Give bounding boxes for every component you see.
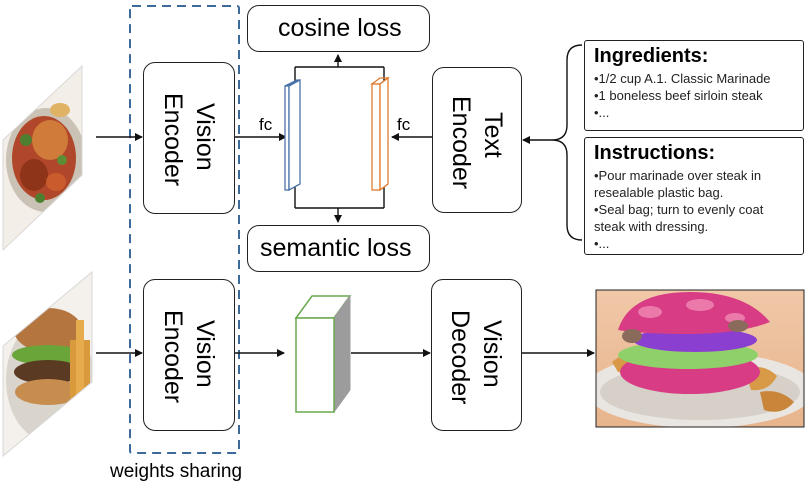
vision-encoder-top-label-1: Vision: [191, 103, 219, 171]
ingredients-item: •1/2 cup A.1. Classic Marinade: [594, 71, 771, 86]
segmentation-output-image: [596, 290, 804, 427]
fc-label-right: fc: [397, 115, 411, 134]
text-encoder-label-2: Encoder: [447, 96, 475, 190]
brace: [551, 44, 583, 241]
vision-decoder: Vision Decoder: [431, 279, 522, 431]
food-image-burger: [3, 272, 92, 456]
fc-label-left: fc: [259, 115, 273, 134]
text-encoder-label-1: Text: [479, 112, 507, 158]
text-encoder: Text Encoder: [432, 67, 522, 213]
semantic-loss-box: semantic loss: [247, 225, 430, 272]
instructions-line: resealable plastic bag.: [594, 185, 724, 200]
image-embedding: [284, 78, 301, 192]
vision-encoder-top: Vision Encoder: [143, 62, 235, 214]
instructions-line: •Pour marinade over steak in: [594, 168, 762, 183]
food-image-crab: [3, 66, 82, 250]
instructions-line: steak with dressing.: [594, 219, 709, 234]
cosine-loss-box: cosine loss: [247, 5, 430, 52]
vision-encoder-bottom-label-2: Encoder: [159, 310, 187, 404]
ingredients-title: Ingredients:: [594, 45, 709, 67]
instructions-line: •...: [594, 236, 610, 251]
ingredients-item: •...: [594, 105, 610, 120]
instructions-panel: Instructions: •Pour marinade over steak …: [584, 137, 804, 255]
vision-decoder-label-1: Vision: [478, 320, 506, 388]
weights-sharing-boundary: [129, 5, 240, 454]
feature-map: [294, 294, 352, 414]
instructions-title: Instructions:: [594, 142, 716, 164]
cosine-loss-label: cosine loss: [278, 14, 402, 42]
vision-encoder-top-label-2: Encoder: [159, 93, 187, 187]
semantic-loss-label: semantic loss: [260, 234, 412, 262]
ingredients-panel: Ingredients: •1/2 cup A.1. Classic Marin…: [584, 40, 804, 131]
instructions-line: •Seal bag; turn to evenly coat: [594, 202, 764, 217]
ingredients-item: •1 boneless beef sirloin steak: [594, 88, 763, 103]
text-embedding: [370, 76, 390, 192]
weights-sharing-caption: weights sharing: [110, 461, 243, 482]
vision-decoder-label-2: Decoder: [446, 310, 474, 405]
vision-encoder-bottom-label-1: Vision: [191, 320, 219, 388]
vision-encoder-bottom: Vision Encoder: [143, 279, 235, 431]
